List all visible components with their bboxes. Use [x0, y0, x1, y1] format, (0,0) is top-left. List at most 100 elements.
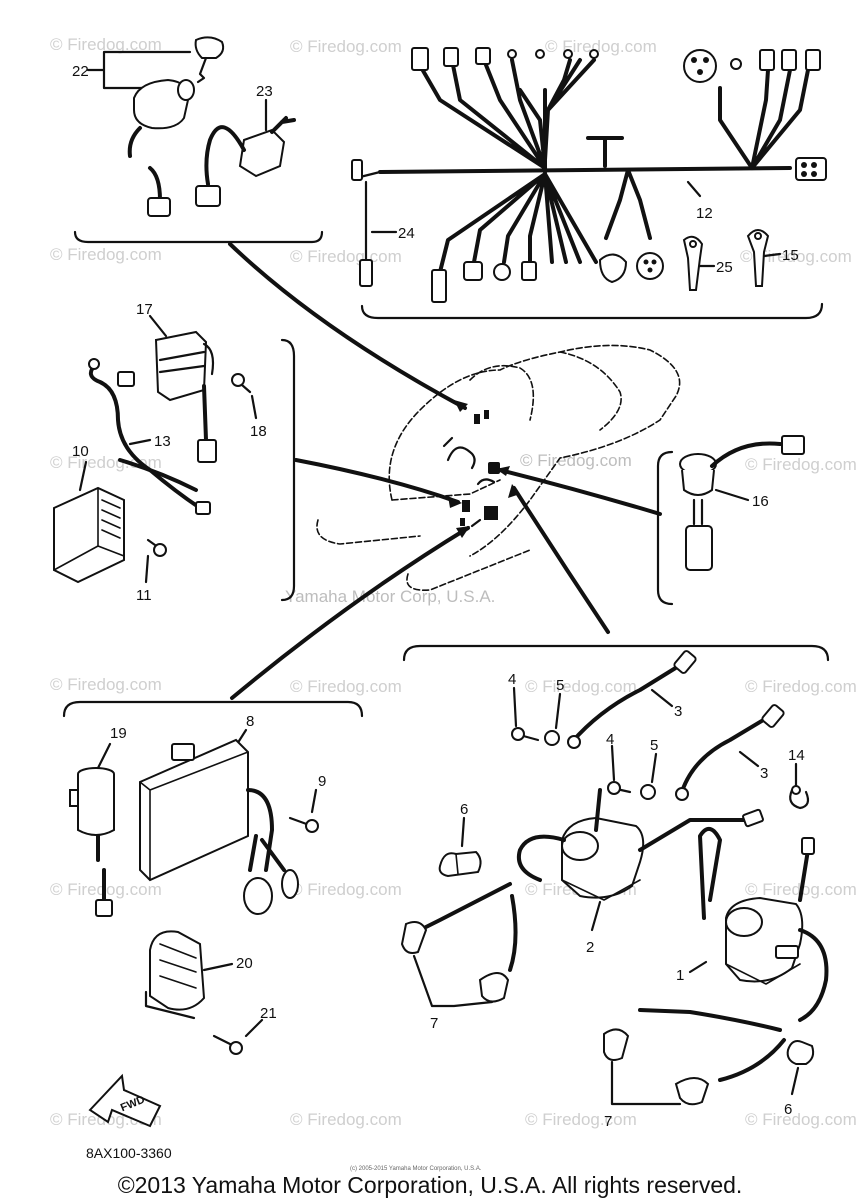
- coil-lead: [798, 848, 810, 902]
- regulator-fins: [101, 499, 121, 539]
- part-1-ignition-coil: [688, 827, 829, 1022]
- snowmobile-body: [388, 344, 681, 557]
- callout-leader: [650, 688, 674, 708]
- toggle-lever: [270, 116, 296, 134]
- callout-20: 20: [236, 955, 253, 972]
- leader-line: [294, 458, 460, 504]
- callout-leader: [244, 1018, 264, 1038]
- ring-terminal: [88, 358, 100, 370]
- coil-edge: [561, 879, 641, 901]
- leader-line: [230, 526, 470, 700]
- part-13-wire-lead: [88, 358, 211, 515]
- part-14-clip: [789, 762, 810, 810]
- terminal: [589, 49, 599, 59]
- callout-9: 9: [318, 773, 326, 790]
- clamp: [438, 850, 482, 878]
- snowmobile-hood-line: [391, 479, 501, 501]
- connector: [431, 269, 447, 303]
- watermark: © Firedog.com: [290, 880, 402, 899]
- switch-body: [133, 78, 190, 130]
- connector: [359, 259, 373, 287]
- arrowhead: [448, 496, 462, 508]
- connector: [195, 501, 211, 515]
- leader-line: [228, 242, 467, 410]
- group-brackets: [62, 230, 830, 718]
- callout-leader: [202, 962, 234, 972]
- clamp-split: [455, 853, 459, 875]
- part-11-screw: [144, 538, 167, 584]
- harness-branches-lower: [604, 168, 652, 240]
- part-17-relay: [148, 314, 217, 463]
- leader-line: [498, 468, 662, 516]
- callout-leader: [650, 752, 658, 784]
- relay-connector: [197, 439, 217, 463]
- coil-ground: [698, 827, 722, 920]
- callout-leader: [250, 394, 258, 420]
- callout-23: 23: [256, 83, 273, 100]
- snowmobile-windshield: [469, 364, 535, 421]
- snowmobile-outline: [316, 344, 681, 591]
- arrowhead: [454, 400, 468, 412]
- part-23-toggle-switch: [195, 98, 296, 207]
- callout-leader: [144, 554, 150, 584]
- lead-end: [673, 650, 697, 674]
- multi-connector: [795, 157, 827, 181]
- coil-lead: [517, 834, 566, 882]
- relay-lead: [202, 384, 208, 442]
- screw-head: [607, 781, 621, 795]
- round-connector: [493, 263, 511, 281]
- condenser-body: [77, 774, 115, 836]
- fwd-arrow-shape: [88, 1073, 162, 1128]
- callout-leader: [790, 1066, 800, 1096]
- socket-lead: [710, 441, 782, 468]
- snowmobile-seat: [559, 351, 622, 431]
- screw-head: [229, 1041, 243, 1055]
- lead-end: [761, 704, 785, 728]
- callout-5: 5: [650, 737, 658, 754]
- part-10-regulator: [53, 460, 125, 584]
- callout-leader: [148, 314, 168, 338]
- watermark: © Firedog.com: [745, 677, 857, 696]
- part-4-screw: [511, 686, 632, 795]
- callout-24: 24: [398, 225, 415, 242]
- rectifier-mount: [144, 990, 196, 1020]
- watermark: © Firedog.com: [745, 455, 857, 474]
- rectifier-body: [149, 930, 206, 1011]
- part-16-socket: [679, 435, 805, 571]
- leader-line: [512, 486, 610, 634]
- callout-leader: [96, 742, 112, 770]
- socket-bulb: [685, 525, 713, 571]
- copyright-notice: ©2013 Yamaha Motor Corporation, U.S.A. A…: [118, 1172, 743, 1198]
- part-2-ignition-coil: [517, 788, 764, 932]
- callout-17: 17: [136, 301, 153, 318]
- washer: [544, 730, 560, 746]
- small-print: (c) 2005-2015 Yamaha Motor Corporation, …: [350, 1166, 482, 1172]
- coil-lead-end: [742, 808, 764, 828]
- fwd-arrow: FWD: [88, 1073, 162, 1128]
- watermark-maker: Yamaha Motor Corp, U.S.A.: [285, 587, 495, 606]
- switch-face: [177, 79, 195, 101]
- callout-22: 22: [72, 63, 89, 80]
- connector: [521, 261, 537, 281]
- callout-13: 13: [154, 433, 171, 450]
- watermark: © Firedog.com: [50, 675, 162, 694]
- callout-leader: [78, 460, 88, 492]
- callout-12: 12: [696, 205, 713, 222]
- callout-bracket: [412, 954, 494, 1008]
- connector: [475, 47, 491, 65]
- watermark: © Firedog.com: [525, 677, 637, 696]
- bracket-right-mid: [656, 450, 674, 606]
- harness-branches-upper: [543, 58, 596, 162]
- snowmobile-ski-right: [406, 549, 531, 591]
- ground-lead: [678, 714, 772, 800]
- connector: [759, 49, 775, 71]
- callout-3: 3: [674, 703, 682, 720]
- cdi-connector: [171, 743, 195, 761]
- key: [746, 229, 770, 287]
- callout-1: 1: [676, 967, 684, 984]
- harness-trunk: [378, 166, 792, 174]
- connector: [117, 371, 135, 387]
- connector: [443, 47, 459, 67]
- part-24-lead-wire: [359, 180, 398, 287]
- watermark: © Firedog.com: [50, 245, 162, 264]
